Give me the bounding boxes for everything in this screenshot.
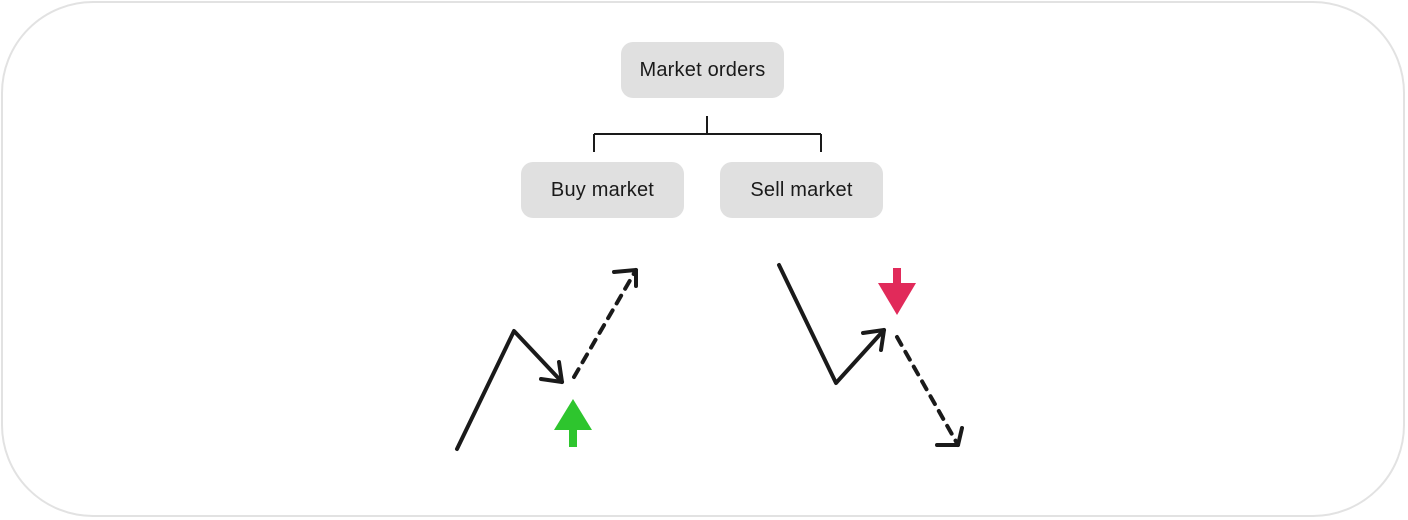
- market-orders-node: Market orders: [621, 42, 784, 98]
- sell-projection-dashed-arrow: [895, 335, 964, 447]
- buy-price-path: [455, 329, 564, 451]
- buy-projection-dashed-arrow: [572, 268, 638, 379]
- buy-market-node: Buy market: [521, 162, 684, 218]
- sell-market-node: Sell market: [720, 162, 883, 218]
- sell-price-path: [777, 263, 886, 385]
- tree-connector: [593, 116, 822, 152]
- sell-down-arrow-icon: [878, 268, 916, 315]
- buy-up-arrow-icon: [554, 399, 592, 447]
